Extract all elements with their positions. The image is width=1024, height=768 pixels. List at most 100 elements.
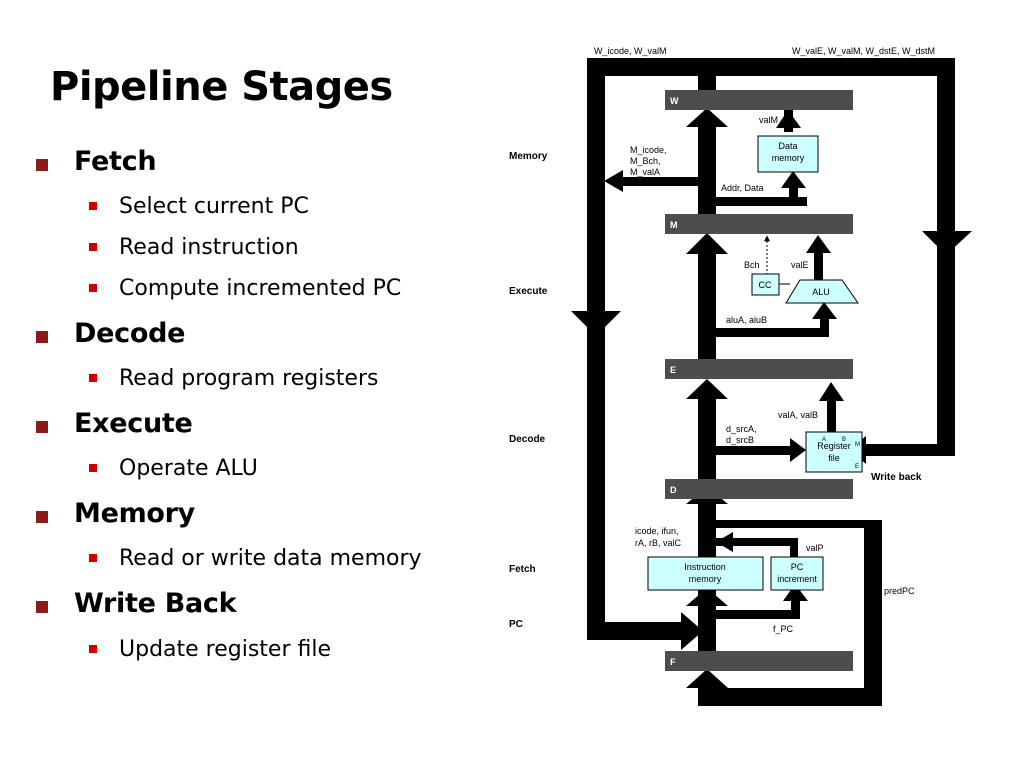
signal-icode: icode, ifun, [635,526,679,536]
stage-decode: Decode [74,318,186,349]
port-e-label: E [855,464,859,470]
valp-riser [790,538,798,558]
datapath-buses [571,58,972,706]
fpc-arrow [783,584,808,601]
signal-d-srcb: d_srcB [726,435,754,445]
spine-memory [698,127,716,214]
vala-valb-bus [827,398,836,432]
register-f [665,651,853,671]
predpc-bus [864,520,882,706]
sub-bullet-marker [89,374,97,382]
alu-input-bus [716,328,829,337]
cc-label: CC [759,280,772,290]
stage-memory-item: Read or write data memory [119,546,422,571]
port-b-label: B [842,437,846,443]
signal-f-pc: f_PC [773,624,794,634]
predpc-top-bus [716,520,882,528]
pc-select-bus [587,622,685,640]
spine-execute [698,254,716,359]
arrow-from-f [686,669,728,688]
m-icode-bus [622,177,702,186]
signal-d-srca: d_srcA, [726,424,757,434]
stage-fetch: Fetch [74,146,157,177]
instruction-memory-label: Instruction [684,562,726,572]
alu-shape [785,279,859,304]
f-bottom-bus [698,688,882,706]
signal-m-bch: M_Bch, [630,156,661,166]
pc-increment-label: increment [777,574,817,584]
top-bus [587,58,955,76]
addr-data-bus [716,197,807,206]
register-w [665,90,853,110]
arrow-into-w [686,108,728,127]
alu-input-arrow [812,302,837,319]
pc-arrow [681,612,703,650]
label-pc: PC [509,619,523,630]
bullet-marker [36,511,48,523]
spine-decode [698,399,716,479]
vala-valb-arrow [819,382,844,401]
signal-labels: valM M_icode, M_Bch, M_valA Addr, Data B… [630,115,915,634]
signal-ra-rb: rA, rB, valC [635,538,682,548]
imem-arrow [686,588,728,606]
instruction-memory-box [647,556,764,591]
sub-bullet-marker [89,554,97,562]
data-memory-box [757,135,819,173]
signal-m-vala: M_valA [630,167,660,177]
stage-fetch-item: Read instruction [119,235,299,260]
stage-execute: Execute [74,408,193,439]
register-file-box [805,431,863,473]
spine-writeback [698,58,716,90]
fpc-riser [791,598,800,619]
register-file-label: file [828,453,840,463]
signal-vala-valb: valA, valB [778,410,818,420]
register-d-label: D [670,485,677,495]
data-memory-label: Data [778,141,797,151]
alu-label: ALU [812,287,830,297]
port-m-label: M [855,442,860,448]
functional-units: Data memory CC ALU Register file A B M E… [647,135,863,591]
signal-predpc: predPC [884,586,915,596]
sub-bullet-marker [89,243,97,251]
dsrc-arrow [790,438,806,462]
bullet-marker [36,159,48,171]
writeback-bus [866,444,955,456]
signal-alua-alub: aluA, aluB [726,315,767,325]
stage-memory: Memory [74,498,195,529]
stage-fetch-item: Compute incremented PC [119,276,402,301]
register-m [665,214,853,234]
icode-arrow [716,532,733,552]
bullet-marker [36,421,48,433]
register-w-label: W [670,96,679,106]
left-feedback-bus [587,58,605,640]
stage-write-back: Write Back [74,588,237,619]
register-e-label: E [670,365,676,375]
label-decode: Decode [509,434,546,445]
register-file-label: Register [817,441,851,451]
label-execute: Execute [509,286,548,297]
port-a-label: A [822,437,826,443]
slide-title: Pipeline Stages [50,64,393,110]
stage-write-back-item: Update register file [119,637,332,662]
signal-addr-data: Addr, Data [721,183,764,193]
pipeline-registers: W M E D F [665,90,853,671]
signal-vale: valE [791,260,809,270]
signal-valm: valM [759,115,778,125]
sub-bullet-marker [89,464,97,472]
data-memory-label: memory [772,153,805,163]
m-icode-arrow [604,170,623,192]
fpc-bus [716,610,800,619]
instruction-memory-label: memory [689,574,722,584]
right-down-arrow [922,231,972,255]
stage-fetch-item: Select current PC [119,194,309,219]
arrow-into-e [686,379,728,399]
register-f-label: F [670,657,676,667]
vale-arrow [806,235,831,253]
signal-bch: Bch [744,260,760,270]
addr-data-riser [789,185,798,206]
bullet-marker [36,331,48,343]
left-down-arrow [571,311,621,336]
addr-data-arrow [781,171,806,188]
icode-bus [716,538,798,546]
